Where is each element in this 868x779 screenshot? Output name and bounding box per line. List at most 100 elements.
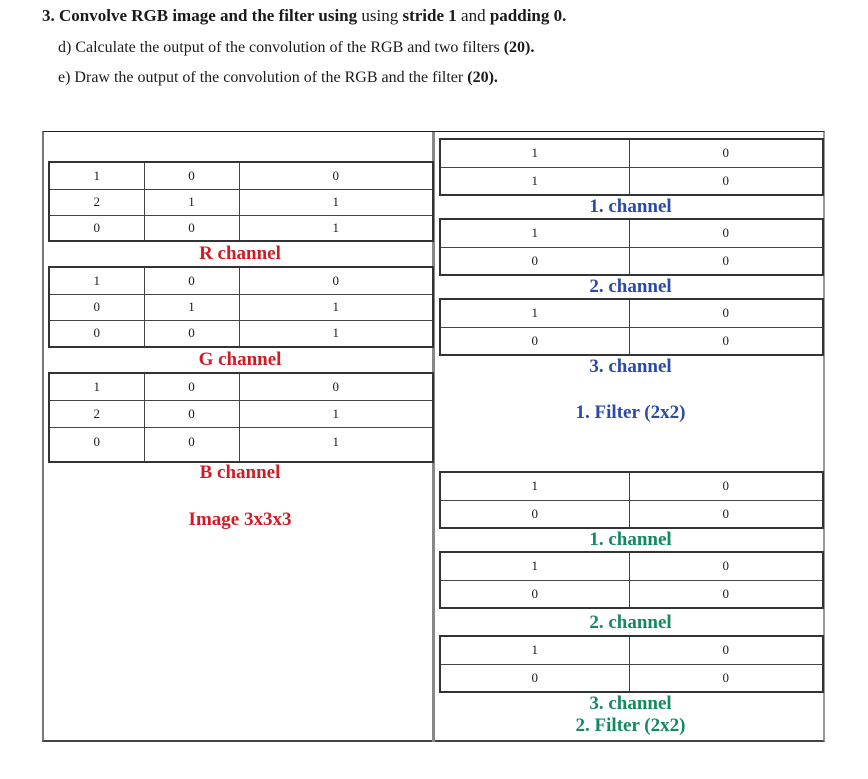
part-d-points: (20). [503,39,535,56]
question-title-bold: 3. Convolve RGB image and the filter usi… [42,6,358,25]
filter2-label: 2. Filter (2x2) [575,715,686,736]
matrix-cell: 0 [628,579,824,609]
filter2-channel3-matrix: 1 0 0 0 [439,635,824,693]
matrix-cell: 1 [439,218,630,248]
question-title-using: using [357,6,403,25]
matrix-row: 2 1 1 [48,188,434,216]
matrix-cell: 0 [143,161,240,190]
matrix-cell: 0 [238,372,434,401]
matrix-row: 1 0 [439,166,824,196]
matrix-cell: 2 [48,399,145,428]
matrix-row: 0 0 [439,326,824,356]
filter1-channel2-label: 2. channel [589,276,672,297]
filter2-channel1-matrix: 1 0 0 0 [439,471,824,529]
filter2-channel1-label: 1. channel [589,529,672,550]
b-channel-matrix: 1 0 0 2 0 1 0 0 1 [48,372,434,463]
matrix-cell: 0 [439,579,630,609]
matrix-cell: 1 [439,298,630,328]
matrix-cell: 1 [238,319,434,348]
matrix-cell: 1 [48,161,145,190]
matrix-cell: 1 [238,293,434,321]
matrix-cell: 0 [628,551,824,581]
matrix-cell: 0 [439,326,630,356]
matrix-cell: 1 [238,426,434,463]
matrix-row: 0 0 1 [48,214,434,242]
question-part-e: e) Draw the output of the convolution of… [58,69,498,87]
part-e-text: e) Draw the output of the convolution of… [58,69,468,86]
matrix-cell: 0 [48,293,145,321]
matrix-row: 0 0 1 [48,426,434,463]
matrix-cell: 2 [48,188,145,216]
matrix-row: 0 0 1 [48,319,434,348]
matrix-cell: 0 [143,214,240,242]
matrix-row: 0 0 [439,246,824,276]
g-channel-matrix: 1 0 0 0 1 1 0 0 1 [48,266,434,348]
matrix-cell: 0 [439,663,630,693]
question-part-d: d) Calculate the output of the convoluti… [58,39,534,57]
filter1-label: 1. Filter (2x2) [575,402,686,423]
matrix-cell: 0 [628,471,824,501]
matrix-row: 0 1 1 [48,293,434,321]
matrix-cell: 0 [628,663,824,693]
matrix-row: 1 0 [439,298,824,328]
image-label: Image 3x3x3 [188,509,292,530]
matrix-row: 1 0 [439,138,824,168]
matrix-row: 1 0 0 [48,372,434,401]
matrix-cell: 1 [439,471,630,501]
matrix-cell: 1 [238,399,434,428]
matrix-row: 0 0 [439,499,824,529]
filter1-channel1-label: 1. channel [589,196,672,217]
matrix-cell: 0 [628,246,824,276]
filter1-channel2-matrix: 1 0 0 0 [439,218,824,276]
matrix-cell: 0 [628,298,824,328]
matrix-cell: 1 [143,293,240,321]
matrix-row: 1 0 [439,218,824,248]
b-channel-label: B channel [199,462,281,483]
matrix-cell: 0 [628,218,824,248]
matrix-cell: 1 [439,166,630,196]
r-channel-label: R channel [199,243,281,264]
matrix-cell: 1 [238,188,434,216]
filter2-channel2-label: 2. channel [589,612,672,633]
matrix-cell: 1 [238,214,434,242]
filter2-channel2-matrix: 1 0 0 0 [439,551,824,609]
matrix-cell: 0 [628,138,824,168]
matrix-cell: 0 [48,426,145,463]
part-d-text: d) Calculate the output of the convoluti… [58,39,504,56]
matrix-cell: 0 [143,372,240,401]
matrix-cell: 1 [48,266,145,295]
matrix-cell: 1 [48,372,145,401]
matrix-cell: 0 [48,214,145,242]
matrix-row: 1 0 0 [48,266,434,295]
filter1-channel3-label: 3. channel [589,356,672,377]
matrix-cell: 1 [439,635,630,665]
matrix-cell: 0 [238,161,434,190]
matrix-cell: 0 [628,166,824,196]
question-title-padding: padding 0. [489,6,567,25]
matrix-cell: 0 [143,399,240,428]
matrix-cell: 0 [628,635,824,665]
matrix-cell: 0 [628,499,824,529]
matrix-row: 2 0 1 [48,399,434,428]
question-title-stride: stride 1 [402,6,457,25]
matrix-row: 1 0 [439,471,824,501]
r-channel-matrix: 1 0 0 2 1 1 0 0 1 [48,161,434,242]
matrix-cell: 1 [439,138,630,168]
matrix-row: 1 0 0 [48,161,434,190]
matrix-cell: 0 [48,319,145,348]
filter2-channel3-label: 3. channel [589,693,672,714]
matrix-cell: 0 [143,266,240,295]
matrix-cell: 1 [439,551,630,581]
filter1-channel3-matrix: 1 0 0 0 [439,298,824,356]
filter1-channel1-matrix: 1 0 1 0 [439,138,824,196]
matrix-cell: 0 [439,499,630,529]
matrix-cell: 0 [238,266,434,295]
matrix-row: 0 0 [439,663,824,693]
question-title-and: and [456,6,490,25]
matrix-row: 0 0 [439,579,824,609]
matrix-cell: 1 [143,188,240,216]
matrix-cell: 0 [143,426,240,463]
g-channel-label: G channel [198,349,282,370]
matrix-cell: 0 [628,326,824,356]
part-e-points: (20). [467,69,498,86]
